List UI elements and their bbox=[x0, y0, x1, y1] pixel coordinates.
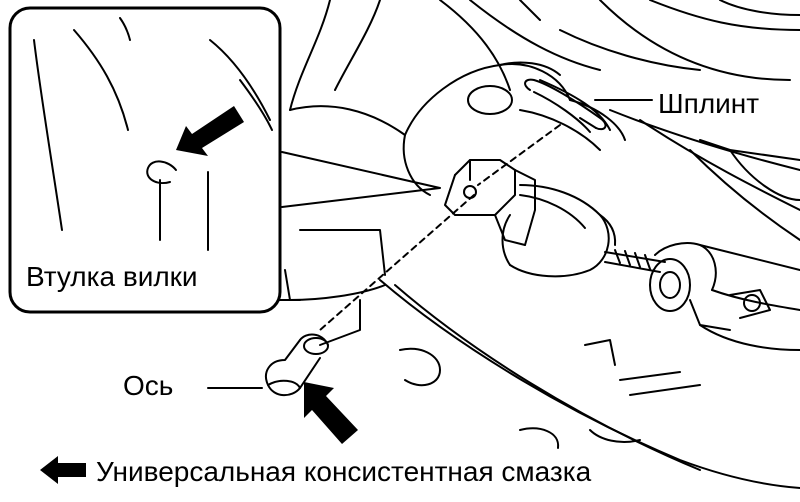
grease-arrow-inset bbox=[176, 106, 244, 156]
leader-lines bbox=[207, 99, 653, 389]
rubber-boot bbox=[501, 184, 666, 278]
grease-arrow-axle bbox=[304, 382, 358, 444]
cotter-pin bbox=[524, 78, 607, 133]
legend-text: Универсальная консистентная смазка bbox=[96, 456, 592, 487]
splint-label: Шплинт bbox=[658, 88, 760, 119]
black-arrow-left-icon bbox=[40, 456, 86, 484]
axle-label: Ось bbox=[123, 370, 174, 401]
inset-label: Втулка вилки bbox=[26, 261, 198, 292]
callout-connector bbox=[281, 151, 441, 208]
inset-detail-box bbox=[8, 6, 282, 314]
clevis-fork bbox=[444, 159, 536, 246]
body-panel-lines bbox=[254, 0, 800, 489]
pedal-lever bbox=[649, 242, 800, 351]
axle-pin bbox=[265, 333, 329, 397]
assembly-dash-lines bbox=[319, 124, 561, 331]
